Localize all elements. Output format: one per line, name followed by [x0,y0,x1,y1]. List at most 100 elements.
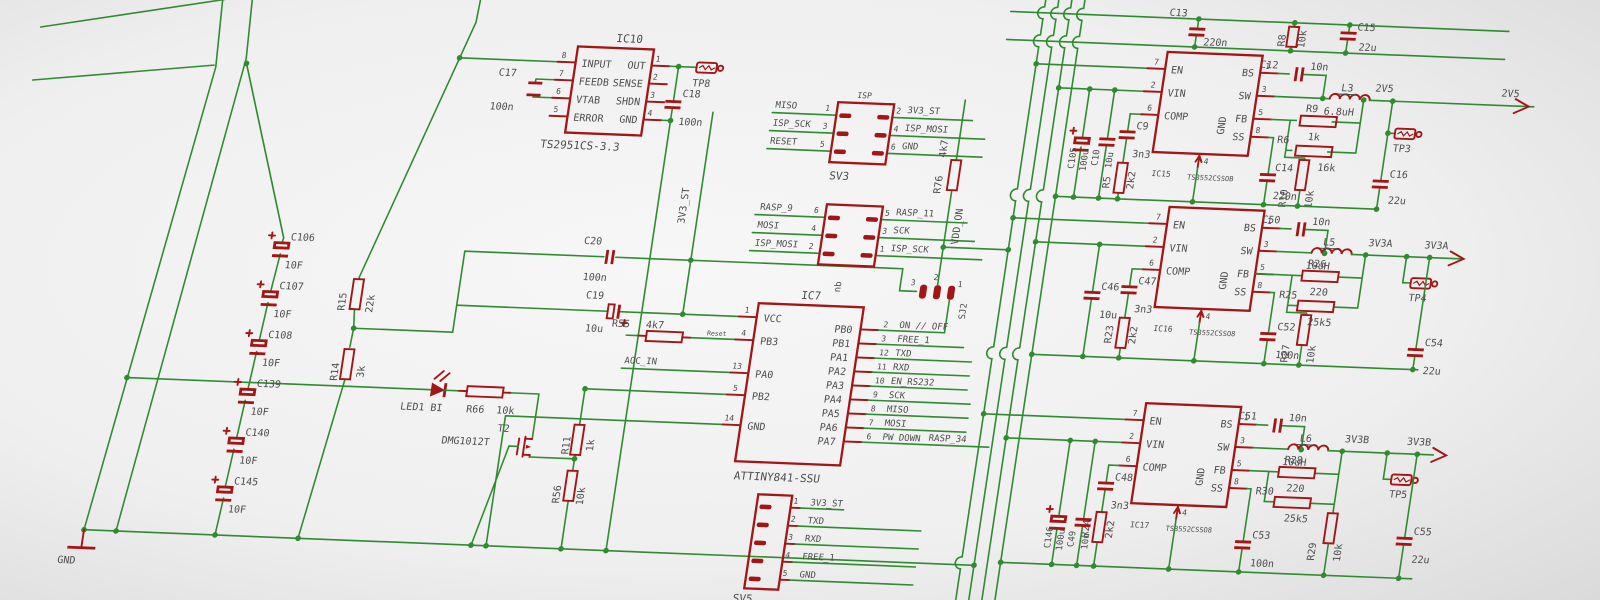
r26-name: R26 [1307,259,1327,271]
pin-label: SS [1210,483,1224,494]
pin-num: 10 [874,376,885,385]
sv3-name: SV3 [828,169,850,183]
pin-num: 1 [1264,62,1270,71]
pin-stubs [778,506,802,582]
pin-label: OUT [627,61,647,73]
pin-label: PB1 [831,338,851,350]
pin-num: 5 [782,569,788,578]
component-ic10[interactable]: IC10 TS2951CS-3.3 8 7 6 5 INPUT FEEDB VT… [446,26,674,155]
pin-label: BS [1220,419,1234,430]
l5-value: 10uH [1305,261,1331,273]
led-label: LED1 BI [399,402,443,415]
r29-value: 10k [1332,543,1346,561]
pin-num: 3 [787,533,793,542]
pin-label: PA2 [827,366,847,378]
pin-label: PB0 [833,324,853,336]
r24-name: R24 [1080,519,1094,537]
component-ic17[interactable]: 7 2 6 EN VIN COMP 1 3 5 8 BS SW FB SS GN… [958,397,1452,583]
pin-label: EN [1172,220,1186,231]
l3-name: L3 [1340,83,1354,94]
c18-name: C18 [682,89,702,101]
r27-value: 10k [1305,345,1319,363]
pin-num: 8 [1255,126,1261,135]
pin-num: 2 [896,107,902,116]
pads [822,215,879,258]
r5-value: 2k2 [1125,171,1139,189]
out-net-c18-tp8[interactable]: C18 100n TP8 [597,61,725,555]
component-c17[interactable]: C17 100n [489,67,545,114]
tp5-label: TP5 [1388,489,1408,501]
pin-num: 6 [556,87,562,96]
component-ic15[interactable]: 7 2 6 EN VIN COMP 1 3 5 8 BS SW FB SS GN… [1013,47,1539,218]
gnd-symbol[interactable]: GND [56,528,98,567]
pin-label: BS [1243,223,1257,234]
c54-value: 22u [1422,366,1442,378]
pin-num: 6 [1147,104,1153,113]
r11-name: R11 [560,436,574,454]
pin-num: 1 [655,55,661,64]
c12-value: 10n [1309,62,1329,74]
component-ic7[interactable]: R55 4k7 Reset AOC_IN IC7 ATTINY841-SSU 1… [483,278,1011,568]
cap-chain[interactable]: C106 10F C107 10F C108 10F C139 10F C140… [204,231,316,538]
r26-value: 220 [1309,287,1329,299]
pin-stubs [1139,67,1280,169]
pin-num: 8 [870,404,876,413]
sj2-pads [918,284,956,300]
pin-num: 3 [1261,85,1267,94]
pin-num: 7 [868,418,874,427]
l5-name: L5 [1322,237,1336,248]
led-driver[interactable]: LED1 BI R66 10k T2 DMG1012T R11 1k R56 1… [380,370,607,553]
pin-num: 13 [732,362,743,371]
top-filter[interactable]: C13 220n R8 10k C15 22u [1005,2,1510,63]
pin-num: 1 [793,497,799,506]
net-label: PW DOWN [882,433,921,444]
c10-name: C10 [1090,149,1102,166]
r14-name: R14 [329,363,343,381]
c47-value: 3n3 [1133,304,1153,316]
net-label: TXD [807,516,825,527]
ic16-name: IC16 [1153,324,1174,334]
pin-label: COMP [1163,111,1189,123]
net-label: GND [799,570,817,581]
pin-num: 5 [1236,459,1242,468]
pin-label: PA7 [817,436,837,448]
component-sv3[interactable]: ISP SV3 1 3 5 2 4 6 MISO ISP_SCK RESET 3… [762,88,991,189]
pin-label: GND [746,422,766,434]
pin-num: 3 [650,91,656,100]
pin-label: PA3 [825,380,845,392]
pin-num: 6 [1125,455,1131,464]
net-label: RXD [892,363,910,374]
c50-value: 10n [1311,217,1331,229]
ic15-name: IC15 [1151,169,1172,179]
c17-value: 100n [489,101,515,113]
net-label: RESET [769,137,798,148]
cap-value: 10F [284,260,304,272]
component-hdr2[interactable]: 6 4 2 5 3 1 RASP_9 MOSI ISP_MOSI RASP_11… [744,202,989,298]
pin-num: 7 [1153,58,1159,67]
polarity-marks [211,231,276,484]
c50-name: C50 [1261,215,1281,227]
c19-value: 10u [584,323,604,335]
r11-value: 1k [585,439,598,451]
c13-name: C13 [1169,8,1189,20]
pin-num: 8 [1257,281,1263,290]
ic7-name: IC7 [800,289,822,303]
net-label: TXD [894,349,912,360]
c49-name: C49 [1066,531,1078,548]
pin-label: GND [618,115,638,127]
mid-rails[interactable]: C20 100n C19 10u 3V3_ST [453,103,942,347]
divider-r15-r14[interactable]: R15 22k R14 3k [297,246,466,543]
pin-num: 3 [1240,436,1246,445]
component-ic16[interactable]: 7 2 6 EN VIN COMP 1 3 5 8 BS SW FB SS GN… [989,201,1470,378]
net-2v5: 2V5 [1375,83,1395,95]
net-label: MISO [886,405,909,416]
net-label: ISP_SCK [890,244,930,255]
c105-name: C105 [1067,147,1080,169]
pin-num: 3 [822,122,828,131]
pin-label: GND [1216,116,1230,134]
pin-num: 8 [1233,477,1239,486]
component-sv5[interactable]: 1 2 3 4 5 3V3_ST TXD RXD FREE_1 GND SV5 [732,493,926,600]
pin-num: 5 [1259,263,1265,272]
r66-name: R66 [465,404,485,416]
